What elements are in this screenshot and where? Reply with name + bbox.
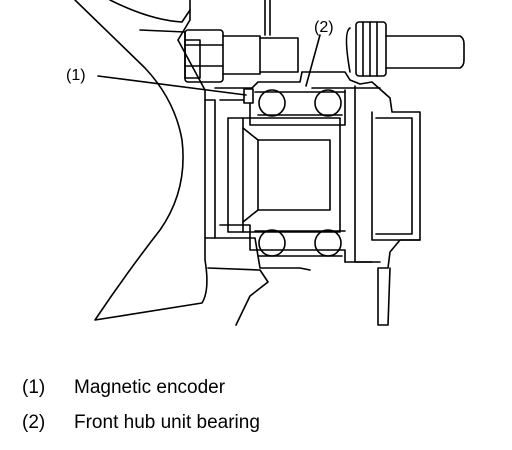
axle-rod xyxy=(264,0,271,36)
legend-number: (1) xyxy=(22,377,46,398)
legend-text: Magnetic encoder xyxy=(74,377,226,398)
callout-1-leader xyxy=(97,75,247,96)
callout-2-leader xyxy=(305,34,321,87)
hub-bearing-diagram: (1) (2) xyxy=(66,0,465,326)
hub-bolt xyxy=(345,21,465,77)
bearing-balls-upper xyxy=(254,89,346,117)
knuckle-outline xyxy=(74,0,208,321)
knuckle-lower-arm xyxy=(207,267,269,326)
legend-number: (2) xyxy=(22,412,46,433)
legend-item: (2) Front hub unit bearing xyxy=(22,405,260,440)
knuckle-bolt xyxy=(139,29,299,83)
legend-text: Front hub unit bearing xyxy=(74,412,260,433)
outer-race xyxy=(204,71,346,271)
hub-spindle xyxy=(227,117,341,233)
callout-2-label: (2) xyxy=(314,19,334,36)
legend: (1) Magnetic encoder (2) Front hub unit … xyxy=(22,370,260,440)
legend-item: (1) Magnetic encoder xyxy=(22,370,260,405)
hub-flange xyxy=(301,71,421,326)
knuckle-top-curve xyxy=(109,0,191,23)
magnetic-encoder xyxy=(243,88,254,104)
bearing-balls-lower xyxy=(254,229,346,257)
callout-1-label: (1) xyxy=(66,67,86,84)
